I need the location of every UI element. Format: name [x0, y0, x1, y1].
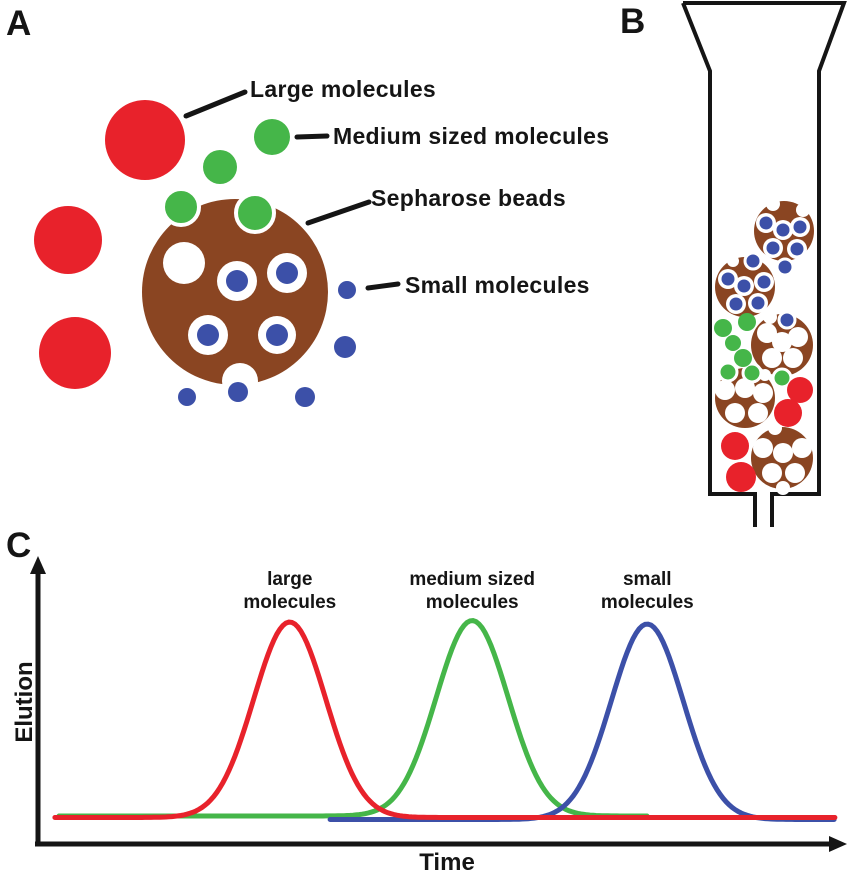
small-molecule-in-pore — [737, 279, 751, 293]
large-molecule — [787, 377, 813, 403]
large-molecule — [105, 100, 185, 180]
bead-pore — [773, 443, 793, 463]
panel-a-letter: A — [6, 4, 32, 43]
small-molecule-in-pore — [776, 223, 790, 237]
label-small-molecules: Small molecules — [405, 272, 590, 298]
bead-notch — [763, 310, 777, 324]
small-molecule — [295, 387, 315, 407]
bead-pore — [783, 348, 803, 368]
bead-pore — [757, 323, 777, 343]
panel-b-letter: B — [620, 2, 646, 41]
sepharose-bead — [715, 255, 775, 317]
medium-molecule — [734, 349, 752, 367]
small-molecule — [777, 310, 797, 330]
small-molecule — [178, 388, 196, 406]
elution-curve-green — [56, 618, 650, 819]
sepharose-bead — [754, 197, 814, 261]
leader-line-small — [365, 281, 401, 291]
small-molecule-in-pore — [266, 324, 288, 346]
bead-pore — [725, 403, 745, 423]
elution-curve-blue — [327, 621, 837, 822]
small-molecule-in-pore — [751, 296, 765, 310]
panel-c-chart — [30, 556, 847, 852]
medium-molecule — [725, 335, 741, 351]
y-axis-arrow-icon — [30, 556, 46, 574]
bead-pore — [753, 438, 773, 458]
bead-notch — [768, 421, 782, 435]
leader-line-medium — [294, 133, 330, 140]
medium-molecule — [234, 192, 276, 234]
sepharose-bead — [751, 310, 813, 376]
small-molecule-in-pore — [276, 262, 298, 284]
bead-notch — [796, 203, 810, 217]
panel-a — [34, 89, 401, 407]
small-molecule-in-pore — [729, 297, 743, 311]
medium-molecule — [161, 187, 201, 227]
small-molecule-in-pore — [721, 272, 735, 286]
elution-curve-red — [52, 619, 838, 820]
small-molecule — [743, 251, 763, 271]
bead-pore — [748, 403, 768, 423]
label-sepharose-beads: Sepharose beads — [371, 185, 566, 211]
small-molecule-in-pore — [766, 241, 780, 255]
small-molecule-in-pore — [226, 270, 248, 292]
medium-molecule — [203, 150, 237, 184]
large-molecule — [774, 399, 802, 427]
large-molecule — [726, 462, 756, 492]
x-axis-arrow-icon — [829, 836, 847, 852]
small-molecule — [334, 336, 356, 358]
column-outline — [681, 0, 847, 527]
bead-notch — [776, 481, 790, 495]
bead-notch — [766, 197, 780, 211]
bead-pore — [792, 438, 812, 458]
large-molecule — [34, 206, 102, 274]
leader-line-large — [183, 89, 248, 119]
small-molecule — [228, 382, 248, 402]
medium-molecule — [254, 119, 290, 155]
small-molecule — [338, 281, 356, 299]
large-molecule — [39, 317, 111, 389]
bead-pore — [772, 332, 792, 352]
bead-pore — [715, 380, 735, 400]
x-axis-label: Time — [419, 849, 475, 875]
small-molecule-in-pore — [197, 324, 219, 346]
small-molecule-in-pore — [793, 220, 807, 234]
medium-molecule — [714, 319, 732, 337]
bead-pore — [163, 242, 205, 284]
small-molecule-in-pore — [757, 275, 771, 289]
bead-notch — [727, 255, 739, 267]
small-molecule-in-pore — [759, 216, 773, 230]
leader-line-sepharose — [305, 199, 372, 226]
label-medium-sized-molecules: Medium sized molecules — [333, 123, 610, 149]
panel-c-letter: C — [6, 526, 32, 565]
sepharose-bead — [751, 421, 813, 495]
bead-pore — [762, 348, 782, 368]
bead-pore — [788, 327, 808, 347]
medium-molecule — [741, 362, 763, 384]
small-molecule-in-pore — [790, 242, 804, 256]
bead-pore — [785, 463, 805, 483]
medium-molecule — [717, 361, 739, 383]
medium-molecule — [738, 313, 756, 331]
sepharose-bead — [715, 368, 775, 428]
bead-pore — [762, 463, 782, 483]
label-large-molecules: Large molecules — [250, 76, 437, 102]
bead-pore — [753, 383, 773, 403]
y-axis-label: Elution — [11, 661, 38, 743]
small-molecule — [775, 257, 795, 277]
large-molecule — [721, 432, 749, 460]
panel-b — [681, 0, 847, 527]
medium-molecule — [771, 367, 793, 389]
